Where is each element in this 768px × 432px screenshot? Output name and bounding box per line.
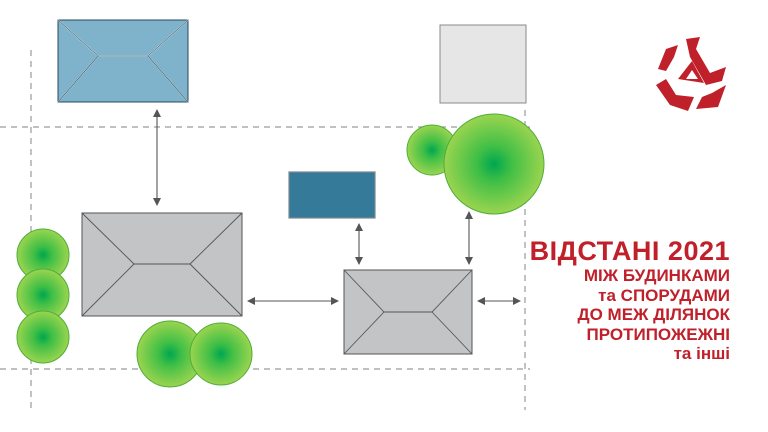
building-top-left-roof (57, 19, 189, 103)
structure-top-right (439, 24, 527, 104)
title-line-5: та інші (673, 344, 730, 363)
distance-arrows (153, 109, 521, 305)
tree-left-3 (16, 310, 70, 364)
title-line-3: ДО МЕЖ ДІЛЯНОК (577, 305, 730, 324)
building-right-roof (343, 269, 473, 355)
title-line-1: МІЖ БУДИНКАМИ (583, 266, 730, 285)
title-block: ВІДСТАНІ 2021 МІЖ БУДИНКАМИ та СПОРУДАМИ… (530, 236, 730, 364)
building-main-roof (81, 212, 243, 317)
title-line-4: ПРОТИПОЖЕЖНІ (586, 324, 730, 344)
tree-bottom-2 (189, 322, 253, 386)
tree-top-large (443, 113, 545, 215)
trees (16, 113, 545, 388)
structure-middle-dark (288, 171, 376, 219)
red-triangular-logo (656, 37, 726, 111)
title-main: ВІДСТАНІ 2021 (529, 236, 730, 266)
title-line-2: та СПОРУДАМИ (598, 285, 730, 305)
plot-boundary-lines (0, 50, 530, 410)
